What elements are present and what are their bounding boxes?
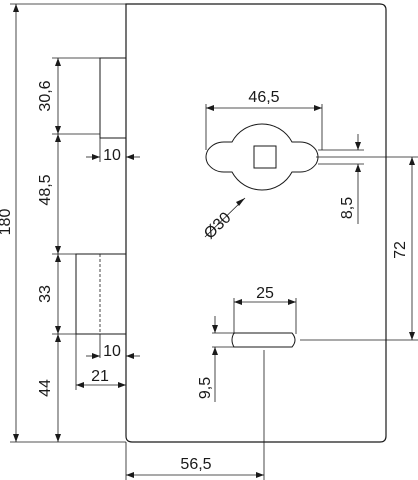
dimension-10-bottom: 10 xyxy=(86,334,140,360)
dimension-8-5: 8,5 xyxy=(318,134,364,224)
dimension-25: 25 xyxy=(233,285,297,334)
square-spindle-hole xyxy=(253,145,277,169)
dim-label-33: 33 xyxy=(37,285,54,303)
dim-label-46-5: 46,5 xyxy=(248,89,279,106)
dim-label-56-5: 56,5 xyxy=(180,456,211,473)
dimension-46-5: 46,5 xyxy=(205,89,323,150)
dim-label-10-bottom: 10 xyxy=(103,343,121,360)
dim-label-8-5: 8,5 xyxy=(339,197,356,219)
spindle-hub xyxy=(205,123,319,191)
dimension-180: 180 xyxy=(0,3,126,443)
dim-label-48-5: 48,5 xyxy=(37,174,54,205)
dimension-72: 72 xyxy=(300,156,418,341)
lock-body-outline xyxy=(125,3,387,443)
forend-plate xyxy=(75,57,127,335)
dim-label-72: 72 xyxy=(392,241,409,259)
latch-bolt xyxy=(231,332,296,348)
dim-label-10-top: 10 xyxy=(103,147,121,164)
dim-label-21: 21 xyxy=(91,368,109,385)
dimension-56-5: 56,5 xyxy=(125,350,265,480)
left-stacked-dimensions: 30,6 48,5 33 44 xyxy=(37,57,100,442)
dim-label-180: 180 xyxy=(0,209,14,236)
dimension-10-top: 10 xyxy=(86,138,140,164)
dim-label-44: 44 xyxy=(37,379,54,397)
dim-label-25: 25 xyxy=(256,285,274,302)
dimension-9-5: 9,5 xyxy=(197,316,236,402)
dim-label-30-6: 30,6 xyxy=(37,80,54,111)
dimension-21: 21 xyxy=(75,334,126,390)
dim-label-9-5: 9,5 xyxy=(197,377,214,399)
